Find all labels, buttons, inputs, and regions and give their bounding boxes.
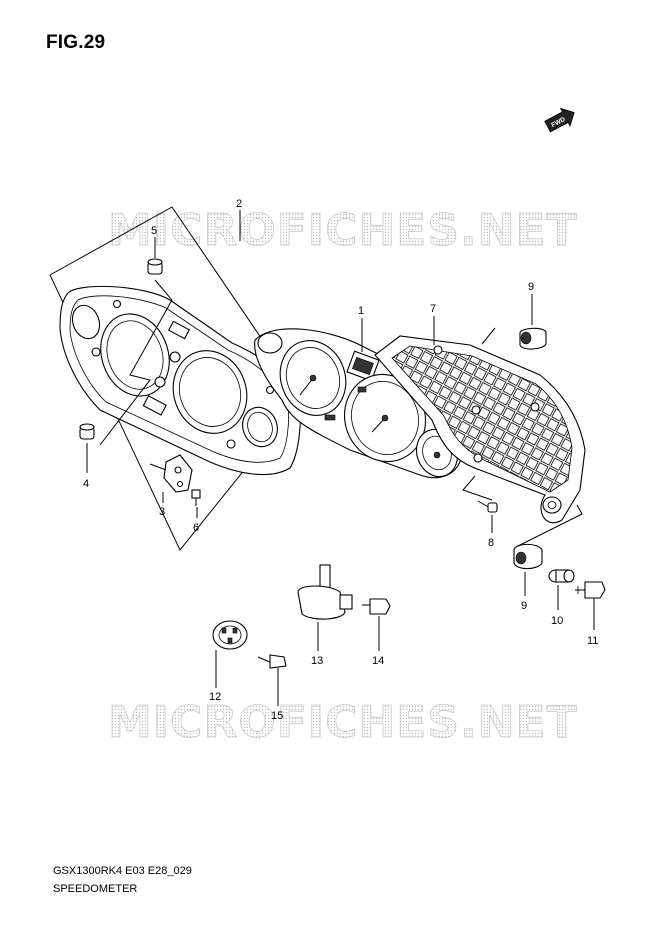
watermark-bottom: MICROFICHES.NET	[108, 697, 578, 748]
collar-part-10	[548, 569, 575, 583]
callout-4: 4	[83, 478, 89, 490]
callout-14: 14	[372, 655, 384, 667]
meter-case-part-7	[374, 335, 586, 523]
grommet-part-9-upper	[519, 327, 547, 350]
callout-9-upper: 9	[528, 281, 534, 293]
callout-5: 5	[151, 225, 157, 237]
callout-11: 11	[587, 635, 598, 647]
callout-15: 15	[271, 710, 283, 722]
grommet-part-9-lower	[513, 543, 543, 570]
callout-9-lower: 9	[521, 600, 527, 612]
callout-8: 8	[488, 537, 494, 549]
callout-7: 7	[430, 303, 436, 315]
connector-part-12	[212, 620, 248, 650]
meter-body-part-1	[254, 328, 464, 479]
bolt-part-11	[575, 581, 606, 599]
model-code: GSX1300RK4 E03 E28_029	[53, 865, 192, 877]
bracket-part-3	[149, 454, 193, 493]
figure-title: FIG.29	[46, 32, 106, 53]
callout-13: 13	[311, 655, 323, 667]
callout-3: 3	[159, 506, 165, 518]
sensor-part-13	[297, 564, 353, 620]
callout-1: 1	[358, 305, 364, 317]
grommet-part-4	[79, 423, 95, 440]
callout-2: 2	[236, 198, 242, 210]
screw-part-8	[477, 500, 498, 513]
callout-12: 12	[209, 691, 221, 703]
screw-part-6	[191, 489, 201, 506]
callout-10: 10	[551, 615, 563, 627]
fwd-arrow-icon: FWD	[544, 107, 575, 133]
grommet-part-5	[147, 258, 163, 275]
meter-cover	[59, 285, 302, 476]
screw-part-15	[257, 654, 287, 669]
leader-lines	[86, 210, 595, 706]
bolt-part-14	[362, 598, 391, 615]
watermark-top: MICROFICHES.NET	[108, 205, 578, 256]
callout-6: 6	[193, 522, 199, 534]
section-name: SPEEDOMETER	[53, 883, 138, 895]
